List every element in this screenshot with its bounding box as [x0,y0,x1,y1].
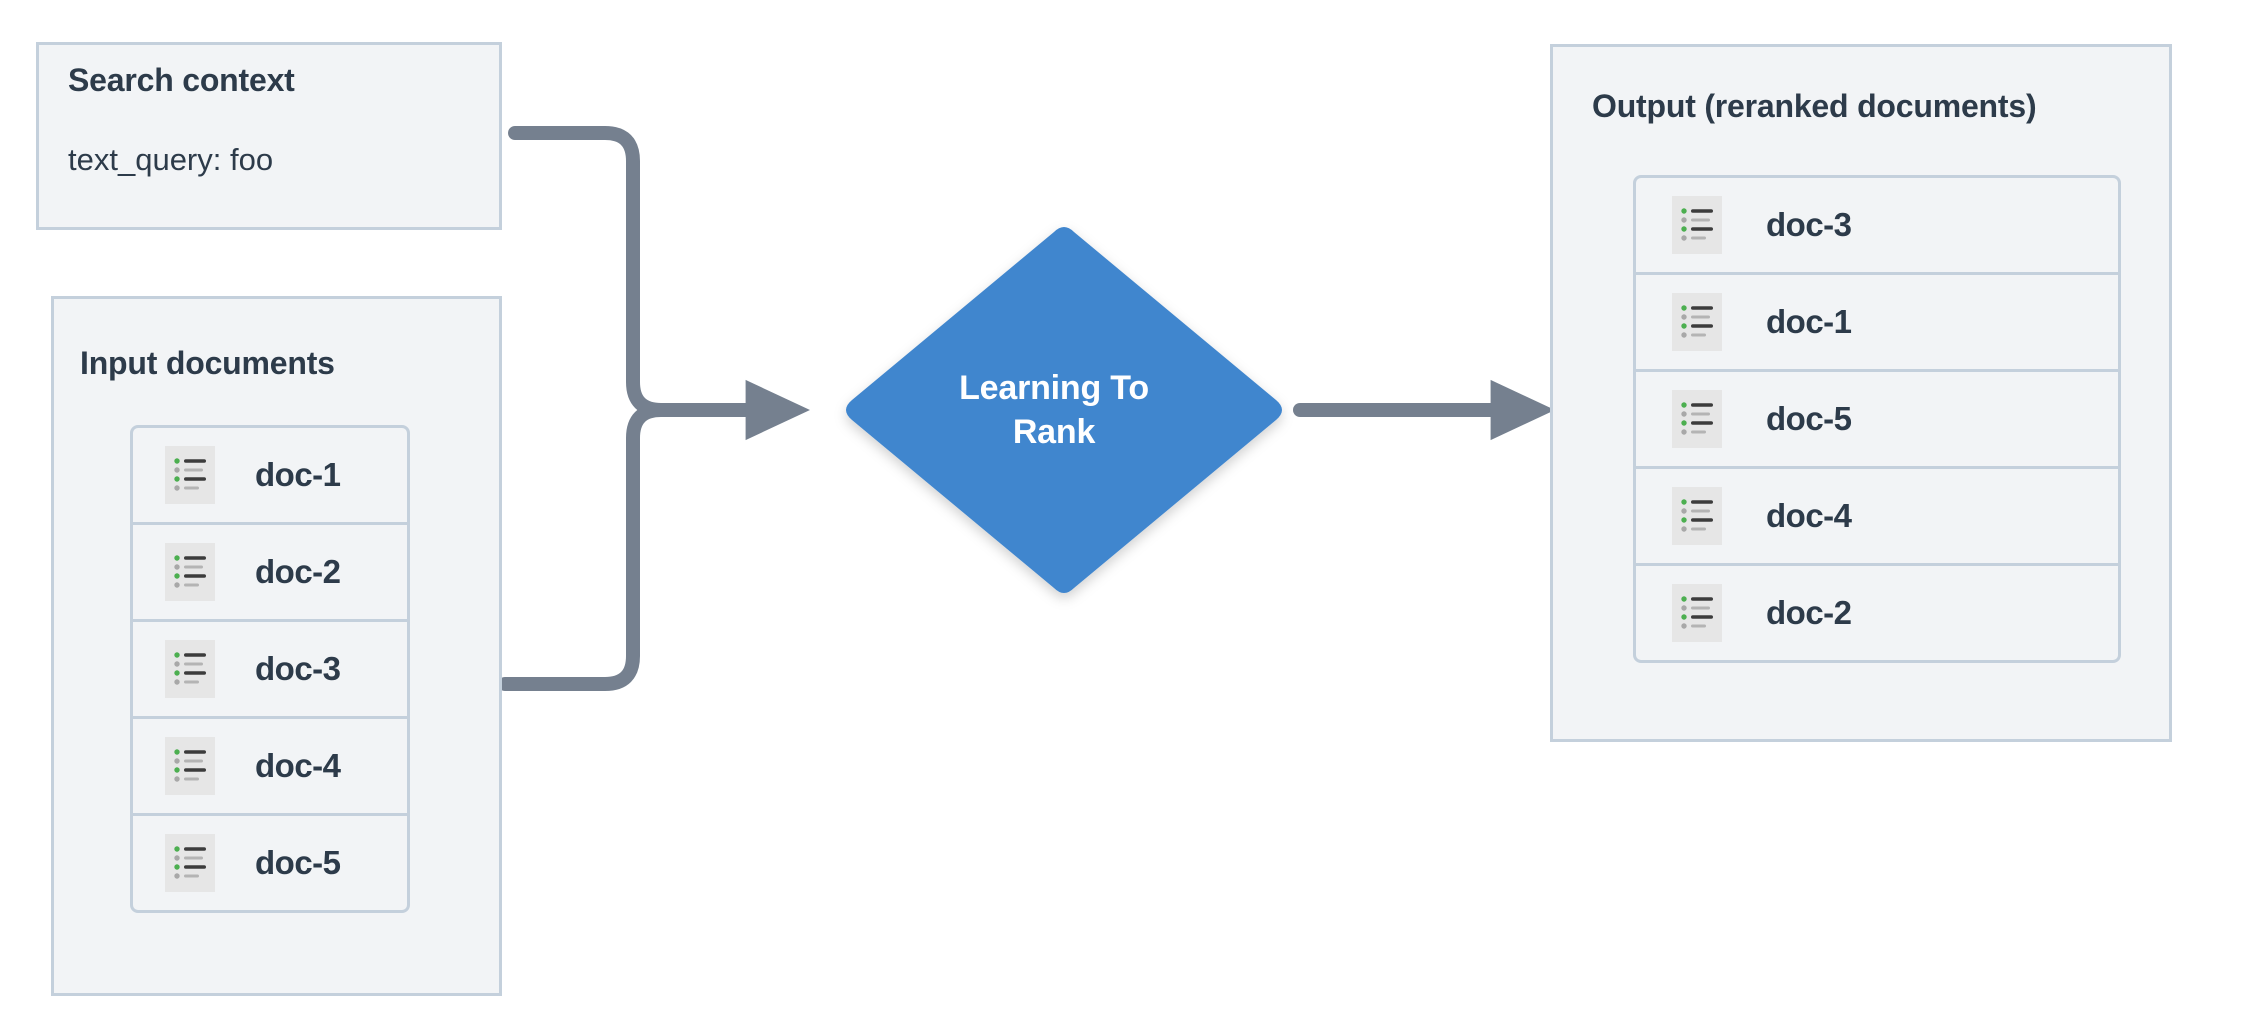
document-card-label: doc-4 [1766,497,1852,534]
document-list-icon [174,652,206,685]
document-card[interactable]: doc-3 [130,619,410,719]
document-card-label: doc-3 [1766,206,1852,243]
search-context-query-value: text_query: foo [68,142,274,177]
learning-to-rank-node[interactable]: Learning To Rank [818,230,1290,590]
output-documents-title: Output (reranked documents) [1592,88,2037,124]
document-card[interactable]: doc-2 [1633,563,2121,663]
document-card-label: doc-2 [1766,594,1852,631]
document-list-icon [165,543,215,601]
document-card[interactable]: doc-4 [130,716,410,816]
document-card-label: doc-5 [255,844,341,881]
document-card[interactable]: doc-1 [1633,272,2121,372]
document-list-icon [1681,208,1713,241]
document-card-label: doc-2 [255,553,341,590]
document-card-label: doc-1 [255,456,341,493]
document-card[interactable]: doc-3 [1633,175,2121,275]
document-list-icon [1681,305,1713,338]
document-card[interactable]: doc-5 [130,813,410,913]
document-list-icon [165,640,215,698]
document-list-icon [165,446,215,504]
document-list-icon [174,846,206,879]
document-card[interactable]: doc-1 [130,425,410,525]
document-card[interactable]: doc-5 [1633,369,2121,469]
document-list-icon [174,458,206,491]
document-list-icon [165,737,215,795]
search-context-panel [36,42,502,230]
ltr-label-text: Learning To Rank [959,366,1149,454]
document-list-icon [1681,499,1713,532]
document-card[interactable]: doc-4 [1633,466,2121,566]
connector-search-context-to-ltr [508,126,668,417]
document-list-icon [1672,390,1722,448]
connector-input-documents-to-ltr [498,403,668,691]
output-documents-list: doc-3 doc-1 doc-5 doc-4 doc-2 [1633,175,2121,663]
ltr-label-line-2: Rank [1012,413,1096,451]
document-card[interactable]: doc-2 [130,522,410,622]
document-list-icon [1672,584,1722,642]
document-list-icon [1672,196,1722,254]
search-context-title: Search context [68,62,295,98]
document-card-label: doc-1 [1766,303,1852,340]
ltr-label-line-1: Learning To [959,368,1149,407]
input-documents-title: Input documents [80,345,335,381]
document-card-label: doc-5 [1766,400,1852,437]
document-card-label: doc-4 [255,747,341,784]
input-documents-list: doc-1 doc-2 doc-3 doc-4 doc-5 [130,425,410,913]
document-list-icon [1672,487,1722,545]
document-list-icon [165,834,215,892]
document-card-label: doc-3 [255,650,341,687]
document-list-icon [1681,596,1713,629]
document-list-icon [174,555,206,588]
document-list-icon [174,749,206,782]
document-list-icon [1672,293,1722,351]
document-list-icon [1681,402,1713,435]
learning-to-rank-label: Learning To Rank [818,230,1290,590]
